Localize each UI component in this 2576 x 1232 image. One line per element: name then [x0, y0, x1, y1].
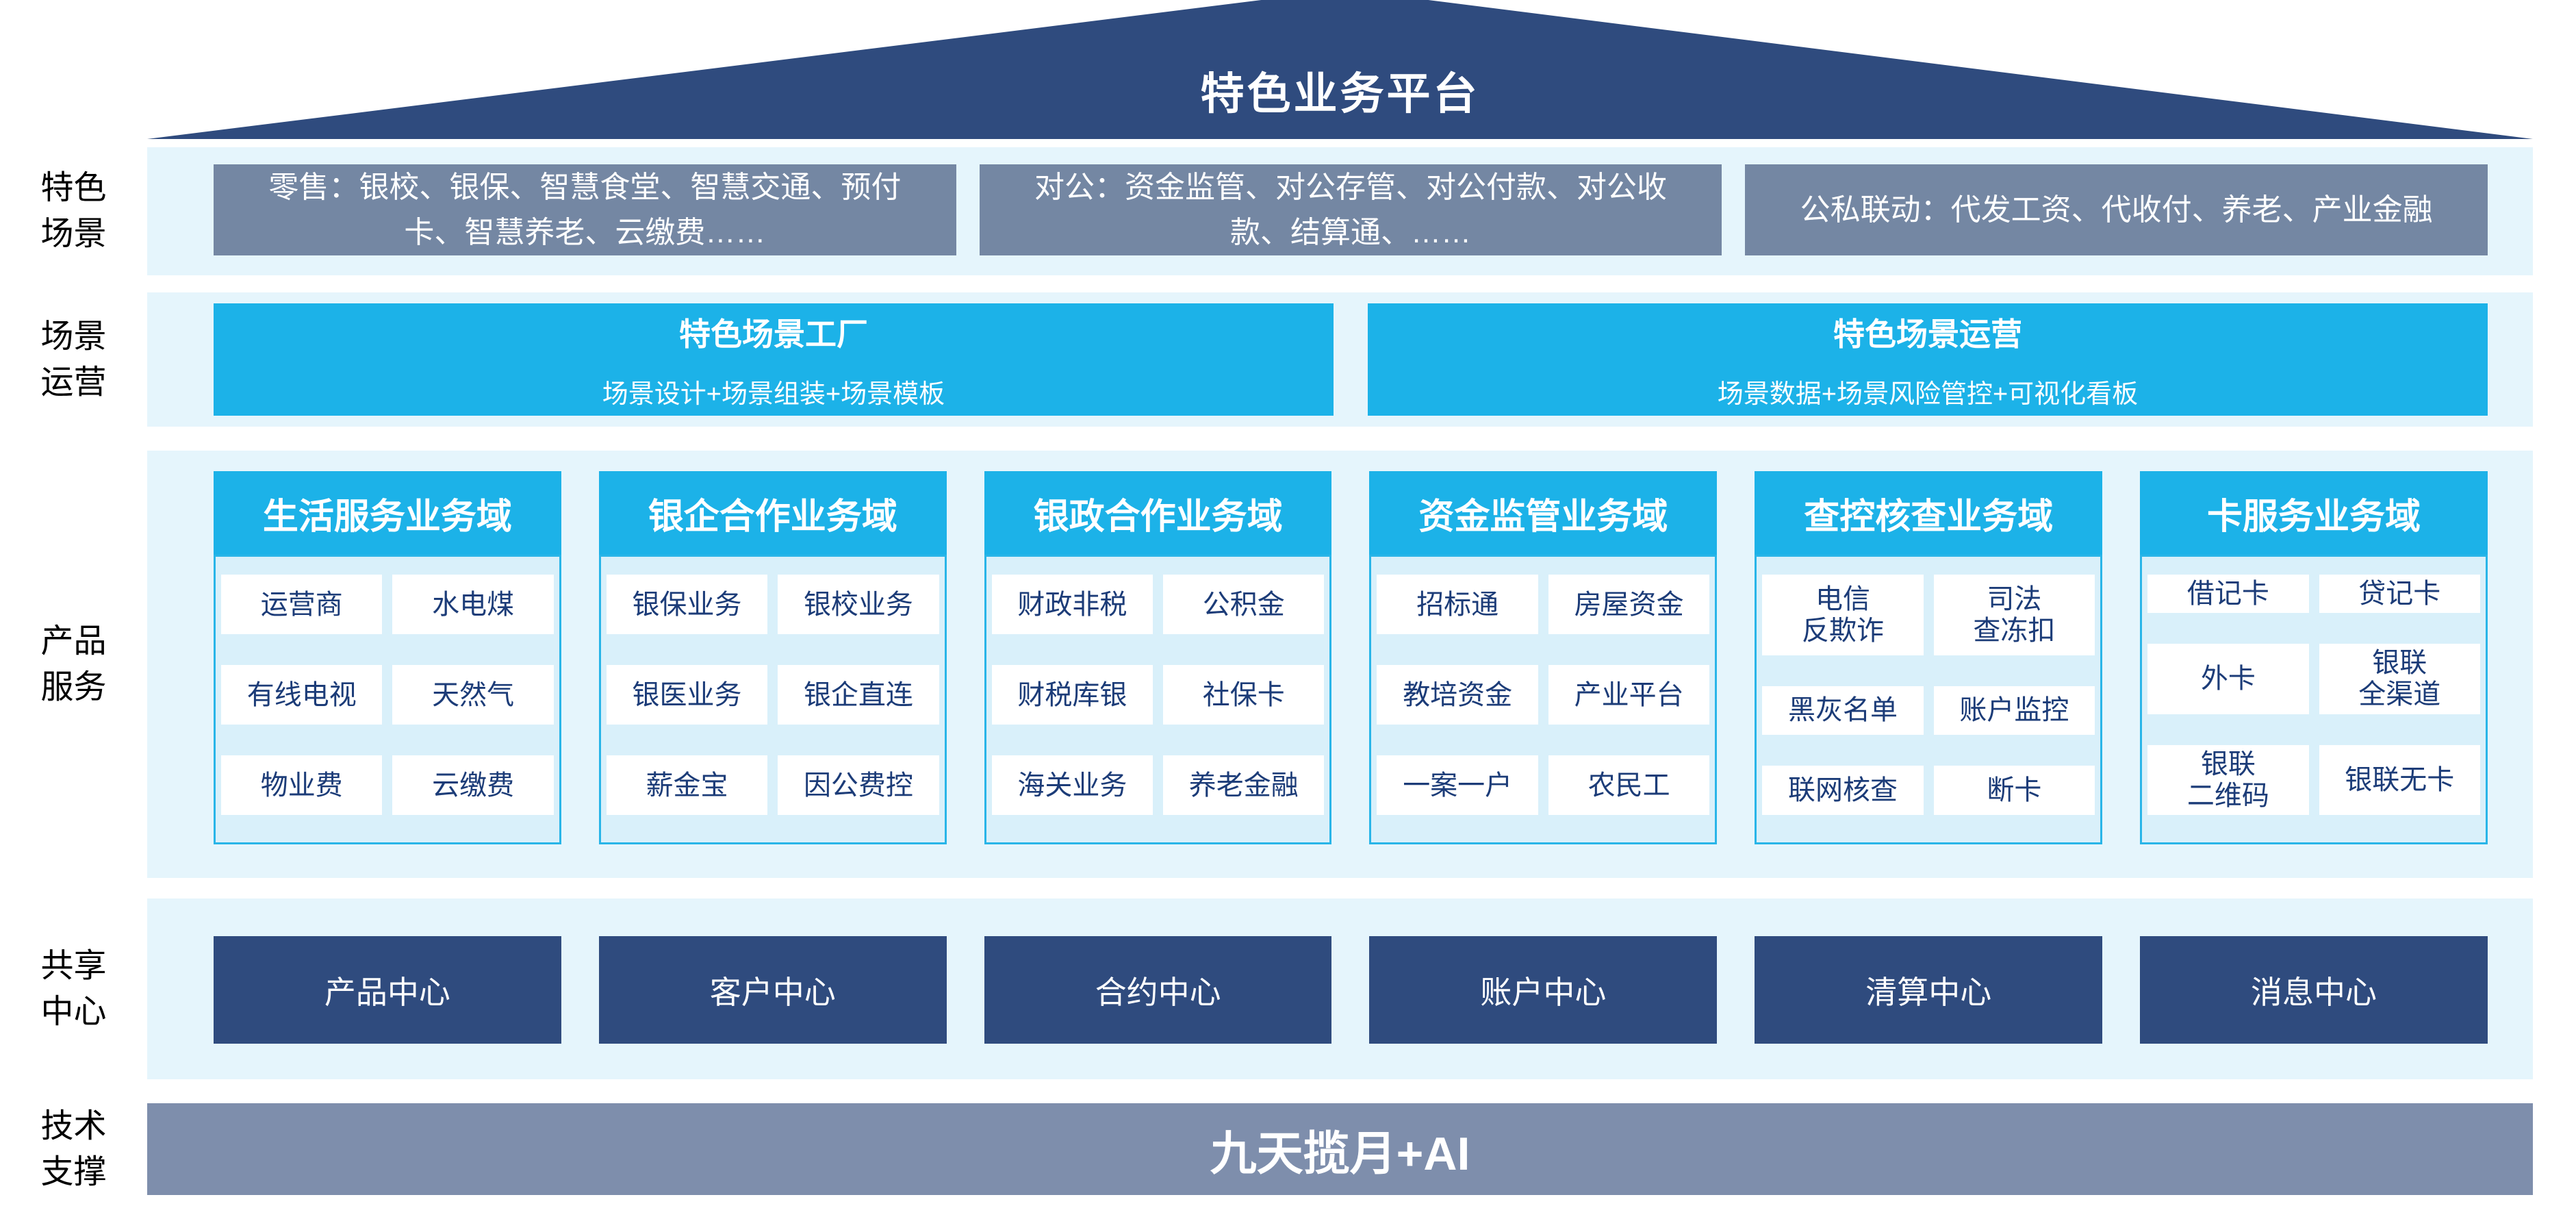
center-box-product: 产品中心: [214, 936, 561, 1044]
product-cell: 海关业务: [991, 755, 1153, 815]
product-cell: 水电煤: [392, 575, 554, 634]
scene-factory-title: 特色场景工厂: [679, 316, 868, 352]
side-label-scenes: 特色 场景: [40, 170, 107, 253]
product-cell: 银联无卡: [2319, 744, 2480, 815]
product-column-body: 招标通 房屋资金 教培资金 产业平台 一案一户 农民工: [1369, 555, 1718, 844]
product-cell: 房屋资金: [1548, 575, 1710, 634]
side-label-technology: 技术 支撑: [40, 1108, 107, 1191]
product-cell: 断卡: [1933, 766, 2095, 815]
product-cell: 银联 全渠道: [2319, 644, 2480, 714]
product-cell: 外卡: [2147, 644, 2309, 714]
scene-operation-box: 特色场景运营 场景数据+场景风险管控+可视化看板: [1368, 303, 2488, 416]
product-column-life-services: 生活服务业务域 运营商 水电煤 有线电视 天然气 物业费 云缴费: [214, 471, 561, 844]
product-cell: 因公费控: [778, 755, 939, 815]
product-cell: 一案一户: [1377, 755, 1538, 815]
product-cell: 农民工: [1548, 755, 1710, 815]
scenario-box-corporate: 对公：资金监管、对公存管、对公付款、对公收款、结算通、……: [979, 164, 1722, 255]
product-cell: 银校业务: [778, 575, 939, 634]
center-box-account: 账户中心: [1369, 936, 1718, 1044]
product-column-inquiry-verification: 查控核查业务域 电信 反欺诈 司法 查冻扣 黑灰名单 账户监控 联网核查 断卡: [1755, 471, 2103, 844]
scene-operation-title: 特色场景运营: [1833, 316, 2022, 352]
product-cell: 黑灰名单: [1762, 686, 1924, 736]
product-cell: 天然气: [392, 665, 554, 725]
product-column-body: 运营商 水电煤 有线电视 天然气 物业费 云缴费: [214, 555, 561, 844]
scenario-band: 零售：银校、银保、智慧食堂、智慧交通、预付卡、智慧养老、云缴费…… 对公：资金监…: [147, 147, 2533, 275]
product-cell: 运营商: [221, 575, 383, 634]
product-column-header: 银企合作业务域: [598, 471, 947, 555]
product-column-header: 生活服务业务域: [214, 471, 561, 555]
product-cell: 公积金: [1163, 575, 1325, 634]
technology-platform-bar: 九天揽月+AI: [147, 1103, 2533, 1195]
product-cell: 联网核查: [1762, 766, 1924, 815]
center-box-clearing: 清算中心: [1755, 936, 2103, 1044]
product-cell: 银保业务: [606, 575, 768, 634]
scenario-box-linkage: 公私联动：代发工资、代收付、养老、产业金融: [1745, 164, 2488, 255]
product-cell: 有线电视: [221, 665, 383, 725]
product-cell: 借记卡: [2147, 575, 2309, 614]
product-cell: 银联 二维码: [2147, 744, 2309, 815]
product-column-bank-enterprise: 银企合作业务域 银保业务 银校业务 银医业务 银企直连 薪金宝 因公费控: [598, 471, 947, 844]
center-box-customer: 客户中心: [598, 936, 947, 1044]
product-cell: 养老金融: [1163, 755, 1325, 815]
side-label-operations: 场景 运营: [40, 318, 107, 401]
product-column-body: 财政非税 公积金 财税库银 社保卡 海关业务 养老金融: [984, 555, 1332, 844]
product-column-body: 电信 反欺诈 司法 查冻扣 黑灰名单 账户监控 联网核查 断卡: [1755, 555, 2103, 844]
product-column-body: 银保业务 银校业务 银医业务 银企直连 薪金宝 因公费控: [598, 555, 947, 844]
product-cell: 薪金宝: [606, 755, 768, 815]
operation-band: 特色场景工厂 场景设计+场景组装+场景模板 特色场景运营 场景数据+场景风险管控…: [147, 292, 2533, 427]
product-column-fund-supervision: 资金监管业务域 招标通 房屋资金 教培资金 产业平台 一案一户 农民工: [1369, 471, 1718, 844]
product-cell: 招标通: [1377, 575, 1538, 634]
scene-factory-box: 特色场景工厂 场景设计+场景组装+场景模板: [214, 303, 1334, 416]
scene-factory-subtitle: 场景设计+场景组装+场景模板: [602, 379, 945, 409]
sharing-band: 产品中心 客户中心 合约中心 账户中心 清算中心 消息中心: [147, 898, 2533, 1079]
platform-title: 特色业务平台: [1200, 69, 1480, 118]
product-band: 生活服务业务域 运营商 水电煤 有线电视 天然气 物业费 云缴费 银企合作业务域…: [147, 451, 2533, 878]
product-column-header: 资金监管业务域: [1369, 471, 1718, 555]
scenario-box-retail: 零售：银校、银保、智慧食堂、智慧交通、预付卡、智慧养老、云缴费……: [214, 164, 956, 255]
product-cell: 账户监控: [1933, 686, 2095, 736]
product-cell: 财税库银: [991, 665, 1153, 725]
product-cell: 物业费: [221, 755, 383, 815]
product-column-bank-government: 银政合作业务域 财政非税 公积金 财税库银 社保卡 海关业务 养老金融: [984, 471, 1332, 844]
product-column-header: 查控核查业务域: [1755, 471, 2103, 555]
product-column-card-services: 卡服务业务域 借记卡 贷记卡 外卡 银联 全渠道 银联 二维码 银联无卡: [2140, 471, 2488, 844]
side-label-products: 产品 服务: [40, 623, 107, 706]
product-cell: 财政非税: [991, 575, 1153, 634]
product-cell: 贷记卡: [2319, 575, 2480, 614]
product-cell: 银企直连: [778, 665, 939, 725]
product-cell: 产业平台: [1548, 665, 1710, 725]
scene-operation-subtitle: 场景数据+场景风险管控+可视化看板: [1717, 379, 2139, 409]
product-cell: 教培资金: [1377, 665, 1538, 725]
product-cell: 电信 反欺诈: [1762, 575, 1924, 655]
product-cell: 社保卡: [1163, 665, 1325, 725]
product-column-body: 借记卡 贷记卡 外卡 银联 全渠道 银联 二维码 银联无卡: [2140, 555, 2488, 844]
center-box-contract: 合约中心: [984, 936, 1332, 1044]
product-cell: 司法 查冻扣: [1933, 575, 2095, 655]
product-cell: 云缴费: [392, 755, 554, 815]
product-cell: 银医业务: [606, 665, 768, 725]
product-column-header: 银政合作业务域: [984, 471, 1332, 555]
center-box-message: 消息中心: [2140, 936, 2488, 1044]
side-label-sharing: 共享 中心: [40, 948, 107, 1031]
product-column-header: 卡服务业务域: [2140, 471, 2488, 555]
